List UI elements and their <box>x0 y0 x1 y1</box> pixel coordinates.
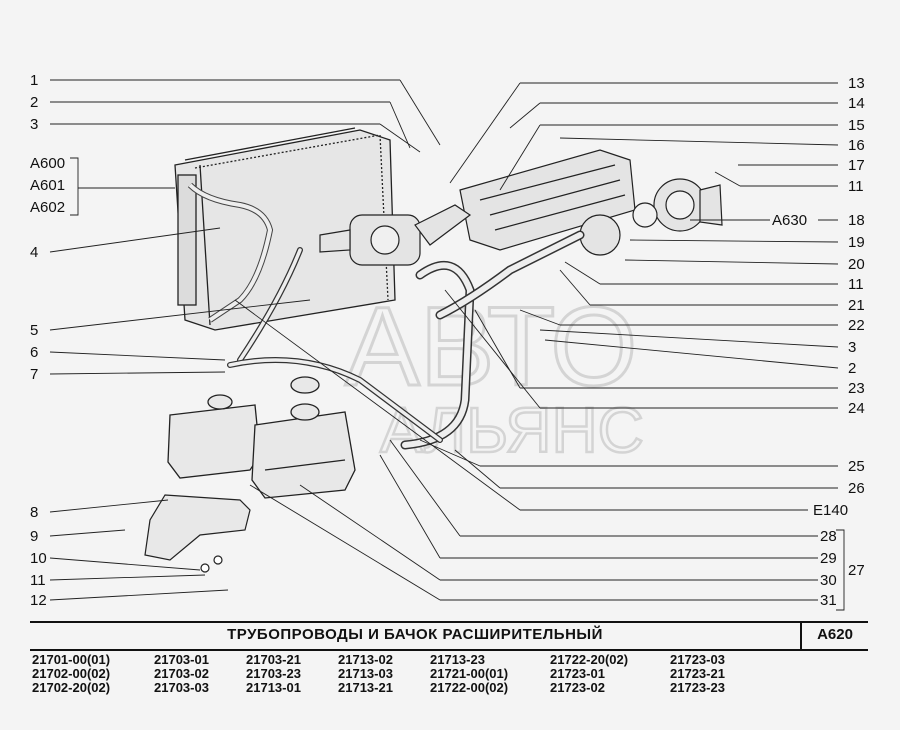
callouts-left: 1 2 3 4 5 6 7 8 9 10 11 12 <box>30 72 47 609</box>
callout-5: 5 <box>30 322 38 339</box>
callout-11-b: 11 <box>848 276 864 293</box>
model-code: 21721-00(01) <box>430 666 509 681</box>
callout-3: 3 <box>30 116 38 133</box>
model-code: 21702-20(02) <box>32 680 111 695</box>
title-divider <box>800 623 802 649</box>
callout-e140: E140 <box>813 502 848 519</box>
model-code: 21722-20(02) <box>550 652 629 667</box>
model-code: 21713-02 <box>338 652 393 667</box>
title-bar: ТРУБОПРОВОДЫ И БАЧОК РАСШИРИТЕЛЬНЫЙ A620 <box>30 621 868 651</box>
callout-14: 14 <box>848 95 865 112</box>
leader-lines <box>49 79 845 611</box>
callout-17: 17 <box>848 157 865 174</box>
bracket-left-labels: A600 A601 A602 <box>30 155 65 216</box>
callout-1: 1 <box>30 72 38 89</box>
watermark: АВТО АЛЬЯНС <box>344 283 646 468</box>
callout-28: 28 <box>820 528 837 545</box>
bracket-drawing <box>144 494 251 573</box>
callout-4: 4 <box>30 244 38 261</box>
callout-16: 16 <box>848 137 865 154</box>
callout-12: 12 <box>30 592 47 609</box>
model-code: 21703-02 <box>154 666 209 681</box>
model-code: 21723-01 <box>550 666 605 681</box>
callout-10: 10 <box>30 550 47 567</box>
callout-8: 8 <box>30 504 38 521</box>
callout-31: 31 <box>820 592 837 609</box>
model-code: 21703-21 <box>246 652 301 667</box>
ref-a601: A601 <box>30 177 65 194</box>
section-code: A620 <box>817 626 853 643</box>
callout-23: 23 <box>848 380 865 397</box>
callout-11-a: 11 <box>848 178 864 195</box>
callout-9: 9 <box>30 528 38 545</box>
callout-18: 18 <box>848 212 865 229</box>
callout-13: 13 <box>848 75 865 92</box>
callout-29: 29 <box>820 550 837 567</box>
ref-a630: A630 <box>772 212 807 229</box>
model-code: 21703-23 <box>246 666 301 681</box>
model-code: 21713-03 <box>338 666 393 681</box>
callout-25: 25 <box>848 458 865 475</box>
model-code: 21713-21 <box>338 680 393 695</box>
callout-3-right: 3 <box>848 339 856 356</box>
model-code: 21723-21 <box>670 666 725 681</box>
callout-6: 6 <box>30 344 38 361</box>
model-code: 21713-23 <box>430 652 485 667</box>
callout-26: 26 <box>848 480 865 497</box>
model-code: 21703-03 <box>154 680 209 695</box>
radiator-drawing <box>174 127 396 331</box>
expansion-tank-drawing <box>167 376 356 499</box>
page-title: ТРУБОПРОВОДЫ И БАЧОК РАСШИРИТЕЛЬНЫЙ <box>227 626 603 643</box>
model-code: 21723-23 <box>670 680 725 695</box>
model-code: 21703-01 <box>154 652 209 667</box>
parts-diagram: АВТО АЛЬЯНС <box>30 72 865 611</box>
engine-drawing <box>319 149 723 266</box>
watermark-line1: АВТО <box>345 284 637 409</box>
model-code: 21701-00(01) <box>32 652 111 667</box>
model-code: 21723-02 <box>550 680 605 695</box>
ref-a600: A600 <box>30 155 65 172</box>
callout-20: 20 <box>848 256 865 273</box>
callout-15: 15 <box>848 117 865 134</box>
watermark-line2: АЛЬЯНС <box>380 394 644 466</box>
hoses-drawing <box>227 230 585 450</box>
callout-30: 30 <box>820 572 837 589</box>
callout-21: 21 <box>848 297 865 314</box>
model-list: 21701-00(01) 21703-01 21703-21 21713-02 … <box>32 653 872 695</box>
model-code: 21713-01 <box>246 680 301 695</box>
callout-2-right: 2 <box>848 360 856 377</box>
callout-19: 19 <box>848 234 865 251</box>
callout-22: 22 <box>848 317 865 334</box>
callouts-right: 13 14 15 16 17 11 18 19 20 11 21 22 3 2 … <box>772 75 865 609</box>
callout-27: 27 <box>848 562 865 579</box>
ref-a602: A602 <box>30 199 65 216</box>
model-code: 21702-00(02) <box>32 666 111 681</box>
callout-7: 7 <box>30 366 38 383</box>
callout-2: 2 <box>30 94 38 111</box>
model-code: 21723-03 <box>670 652 725 667</box>
model-code: 21722-00(02) <box>430 680 509 695</box>
callout-24: 24 <box>848 400 865 417</box>
callout-11-left: 11 <box>30 572 46 589</box>
